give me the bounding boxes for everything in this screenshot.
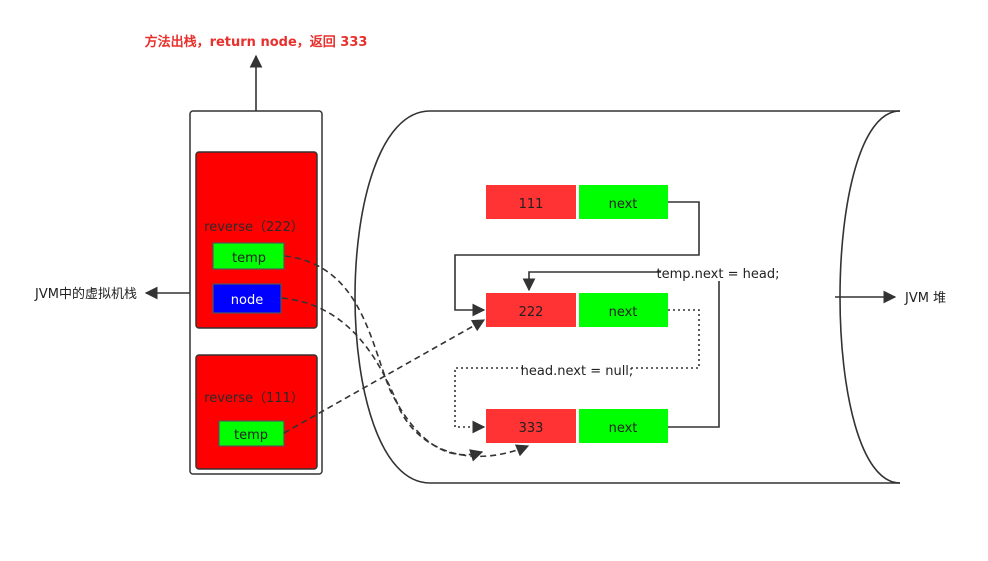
var-temp-label: temp <box>234 428 268 443</box>
annotation-head-next: head.next = null; <box>521 364 634 379</box>
pointer-node-to-333 <box>281 297 530 458</box>
var-temp-label: temp <box>232 251 266 266</box>
node-next-label: next <box>609 197 638 212</box>
node-next-box <box>579 293 668 327</box>
node-value: 111 <box>519 197 544 212</box>
pointer-temp-111-to-222 <box>283 319 486 434</box>
node-value: 222 <box>519 305 544 320</box>
link-111-to-222 <box>454 201 700 317</box>
node-value: 333 <box>519 421 544 436</box>
heap-label: JVM 堆 <box>904 291 946 306</box>
node-333: 333 next <box>486 409 668 443</box>
frame-label: reverse（222） <box>204 220 304 235</box>
node-next-label: next <box>609 421 638 436</box>
var-temp-box <box>218 420 285 447</box>
node-value-box <box>486 185 576 219</box>
node-next-box <box>579 409 668 443</box>
node-value-box <box>486 293 576 327</box>
annotation-bg <box>661 265 776 281</box>
frame-label: reverse（111） <box>204 391 304 406</box>
node-111: 111 next <box>486 185 668 219</box>
node-value-box <box>486 409 576 443</box>
title-text: 方法出栈，return node，返回 333 <box>145 34 368 50</box>
annotation-temp-next: temp.next = head; <box>657 267 780 282</box>
var-node-label: node <box>231 293 263 308</box>
node-next-label: next <box>609 305 638 320</box>
frame-reverse-222: reverse（222） temp node <box>195 151 318 329</box>
annotation-bg <box>524 362 630 378</box>
var-temp-box <box>212 242 285 270</box>
frame-reverse-111: reverse（111） temp <box>195 354 318 470</box>
node-next-box <box>579 185 668 219</box>
stack-label: JVM中的虚拟机栈 <box>34 286 137 302</box>
frame-box <box>195 354 318 470</box>
heap-cylinder-body <box>354 110 900 484</box>
node-222: 222 next <box>486 293 668 327</box>
var-node-box <box>212 283 282 314</box>
